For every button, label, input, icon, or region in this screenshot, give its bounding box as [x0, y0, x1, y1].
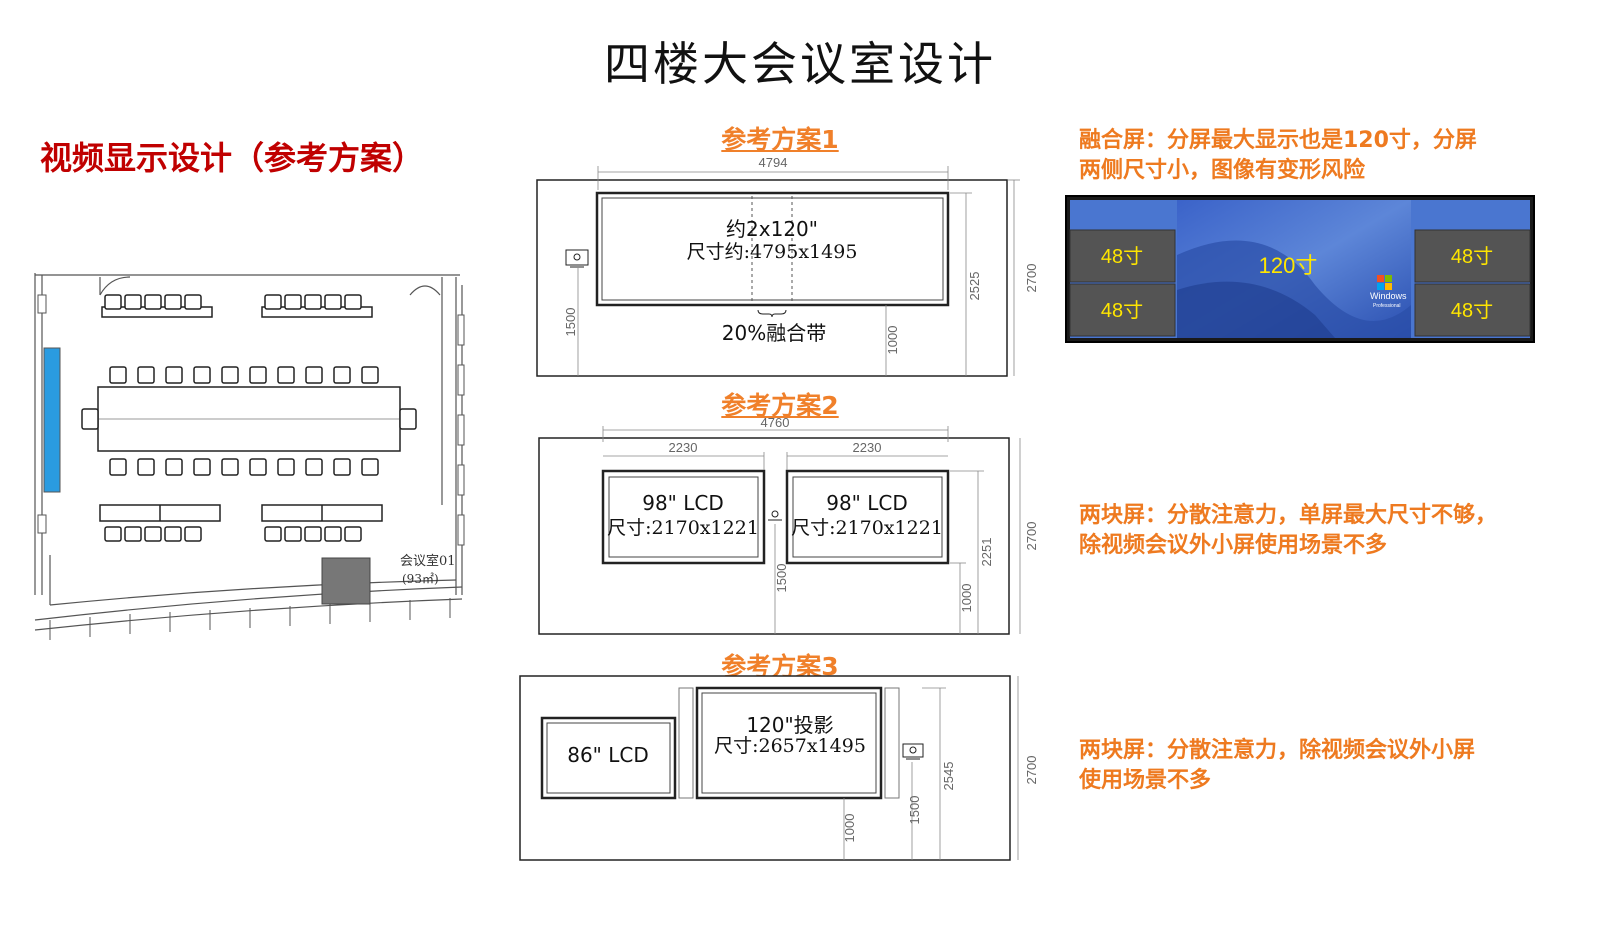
scheme-2-title: 参考方案2: [721, 391, 839, 420]
note-two-lcd-line1: 两块屏：分散注意力，单屏最大尺寸不够，: [1079, 503, 1498, 528]
room-area: (93㎡): [402, 572, 439, 586]
wall-screen: [43, 347, 61, 493]
scheme-2-screen-right-size: 98" LCD: [826, 491, 908, 515]
note-blend-line2: 两侧尺寸小，图像有变形风险: [1079, 158, 1366, 183]
room-label: 会议室01: [400, 553, 456, 569]
note-two-lcd: 两块屏：分散注意力，单屏最大尺寸不够， 除视频会议外小屏使用场景不多: [1079, 501, 1569, 561]
note-blend-line1: 融合屏：分屏最大显示也是120寸，分屏: [1079, 128, 1477, 153]
windows-logo-icon: [1377, 275, 1392, 290]
note-lcd-projector: 两块屏：分散注意力，除视频会议外小屏 使用场景不多: [1079, 736, 1559, 796]
scheme-1-screen-size: 约2x120": [726, 217, 818, 241]
tile-bottom-right: 48寸: [1451, 299, 1493, 322]
camera-icon: [565, 249, 589, 268]
scheme-3-dim-right-inner: 2545: [941, 762, 956, 791]
brand-text: Windows: [1370, 291, 1407, 301]
scheme-2-screen-right[interactable]: [785, 469, 950, 565]
scheme-2-screen-left-size: 98" LCD: [642, 491, 724, 515]
scheme-2-screen-left-dims: 尺寸:2170x1221: [607, 517, 759, 539]
scheme-3-speaker-right: [884, 687, 900, 799]
scheme-1-title: 参考方案1: [721, 125, 839, 154]
scheme-3-lcd[interactable]: [540, 716, 677, 800]
note-lcd-projector-line1: 两块屏：分散注意力，除视频会议外小屏: [1079, 738, 1476, 763]
scheme-2-diagram: 4760 2230 2230 1500 2251 2700 1000 98" L…: [538, 415, 1039, 635]
scheme-1-screen[interactable]: [595, 191, 950, 307]
scheme-1-dim-right-outer: 2700: [1024, 264, 1039, 293]
camera-icon: [768, 510, 782, 521]
note-lcd-projector-line2: 使用场景不多: [1079, 768, 1212, 793]
scheme-2-dim-center: 1500: [774, 564, 789, 593]
scheme-3-projection-size: 120"投影: [746, 713, 833, 737]
scheme-1-diagram: 4794 2525 2700 1500 1000 约2x120" 尺寸约:479…: [536, 155, 1039, 377]
scheme-1-dim-left: 1500: [563, 308, 578, 337]
tile-bottom-left: 48寸: [1101, 299, 1143, 322]
equipment-box: [321, 557, 371, 605]
scheme-3-projection-dims: 尺寸:2657x1495: [714, 735, 866, 757]
scheme-3-lcd-label: 86" LCD: [567, 743, 649, 767]
scheme-3-speaker-left: [678, 687, 694, 799]
note-blend: 融合屏：分屏最大显示也是120寸，分屏 两侧尺寸小，图像有变形风险: [1079, 126, 1559, 186]
seat-rows: [81, 294, 417, 542]
scheme-3-dim-mid: 1500: [907, 796, 922, 825]
scheme-2-screen-right-dims: 尺寸:2170x1221: [791, 517, 943, 539]
scheme-3-dim-right-outer: 2700: [1024, 756, 1039, 785]
section-title: 视频显示设计（参考方案）: [40, 139, 425, 177]
scheme-2-screen-left[interactable]: [601, 469, 766, 565]
page-title: 四楼大会议室设计: [604, 37, 996, 91]
floor-plan: 会议室01 (93㎡): [34, 273, 465, 640]
camera-icon: [902, 743, 924, 760]
scheme-3-diagram: 86" LCD 120"投影 尺寸:2657x1495 2545 2700 15…: [519, 675, 1039, 861]
scheme-1-screen-dims: 尺寸约:4795x1495: [687, 241, 858, 263]
note-two-lcd-line2: 除视频会议外小屏使用场景不多: [1079, 533, 1388, 558]
tile-top-left: 48寸: [1101, 245, 1143, 268]
scheme-1-blend-label: 20%融合带: [722, 321, 826, 345]
scheme-2-dim-right-outer: 2700: [1024, 522, 1039, 551]
scheme-2-dim-width: 4760: [761, 415, 790, 430]
scheme-3-projection-screen[interactable]: [695, 686, 883, 800]
scheme-3-dim-bottom: 1000: [842, 814, 857, 843]
center-screen-label: 120寸: [1259, 253, 1318, 278]
scheme-1-dim-bottom: 1000: [885, 326, 900, 355]
scheme-2-dim-bottom: 1000: [959, 584, 974, 613]
scheme-2-dim-left-width: 2230: [669, 440, 698, 455]
brand-sub-text: Professional: [1373, 303, 1401, 309]
tile-top-right: 48寸: [1451, 245, 1493, 268]
scheme-1-dim-right-inner: 2525: [967, 272, 982, 301]
scheme-1-dim-width: 4794: [759, 155, 788, 170]
blend-screen-preview: 48寸 48寸 48寸 48寸 120寸 Windows Professiona…: [1065, 195, 1535, 343]
scheme-2-dim-right-width: 2230: [853, 440, 882, 455]
scheme-2-dim-right-inner: 2251: [979, 538, 994, 567]
